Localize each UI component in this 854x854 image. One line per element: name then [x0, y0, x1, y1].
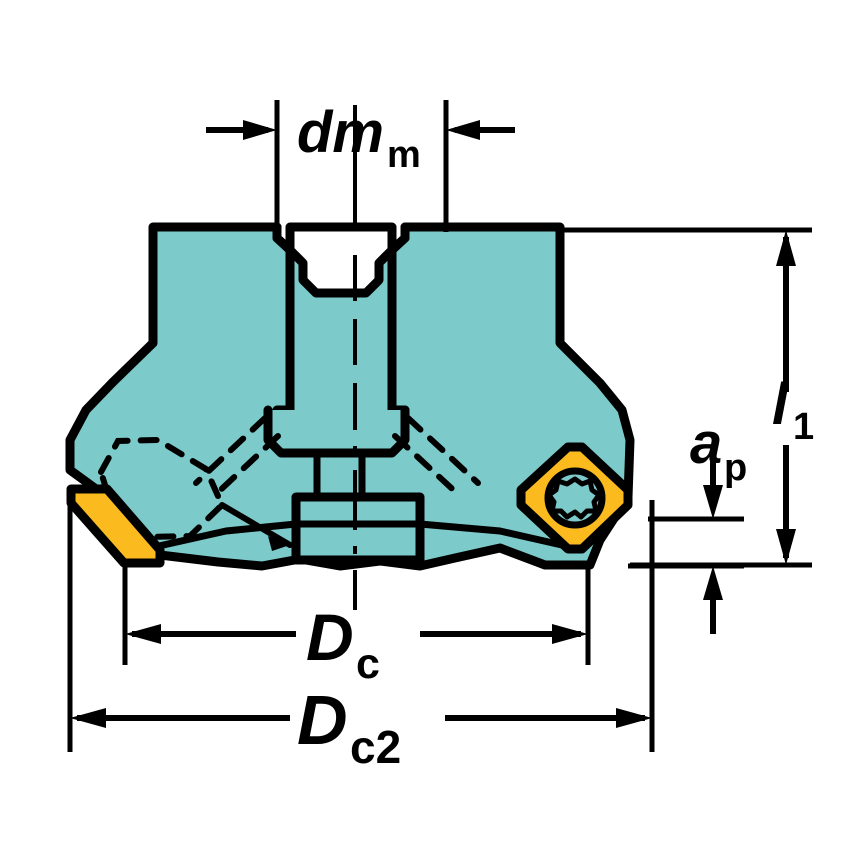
insert-right-group — [516, 442, 633, 554]
ap-arrowhead-up — [703, 566, 723, 600]
lower-face-ledge — [146, 520, 579, 552]
coolant-channel-lines-right — [392, 415, 481, 500]
dm-arrowhead-left — [243, 120, 277, 140]
dimension-label-Dc: D — [306, 600, 354, 674]
dimension-sub-l1: 1 — [793, 406, 814, 448]
l1-arrowhead-top — [776, 230, 796, 266]
dimension-sub-dm: m — [387, 134, 421, 176]
dc-arrowhead-right — [552, 624, 588, 644]
dm-arrowhead-right — [446, 120, 480, 140]
center-hub-block — [291, 492, 425, 565]
dimension-a-p: a p — [628, 411, 747, 634]
pocket-leader-arrowhead — [268, 536, 290, 551]
dimension-dm-m: dm m — [206, 100, 515, 232]
dimension-sub-Dc2: c2 — [350, 721, 401, 773]
dimension-D-c2: D c2 — [67, 500, 655, 773]
dimension-label-l1: l — [772, 372, 790, 437]
ap-arrowhead-down — [703, 485, 723, 519]
dimension-sub-ap: p — [724, 447, 747, 489]
bore-keyway-recess — [285, 222, 397, 298]
bore-inner-column — [313, 449, 366, 501]
dc2-arrowhead-left — [70, 708, 106, 728]
dc-arrowhead-left — [125, 624, 161, 644]
dimension-sub-Dc: c — [356, 640, 380, 688]
dc2-arrowhead-right — [616, 708, 652, 728]
dimension-label-ap: a — [690, 411, 722, 476]
dimension-label-dm: dm — [297, 100, 384, 165]
dimension-D-c: D c — [122, 563, 591, 688]
dimension-l-1: l 1 — [560, 227, 814, 568]
pocket-leader-line — [219, 502, 293, 548]
torx-screw-icon — [546, 476, 602, 520]
bore-counterbore-step — [263, 405, 410, 458]
dimension-label-Dc2: D — [297, 681, 348, 759]
l1-arrowhead-bottom — [776, 529, 796, 565]
